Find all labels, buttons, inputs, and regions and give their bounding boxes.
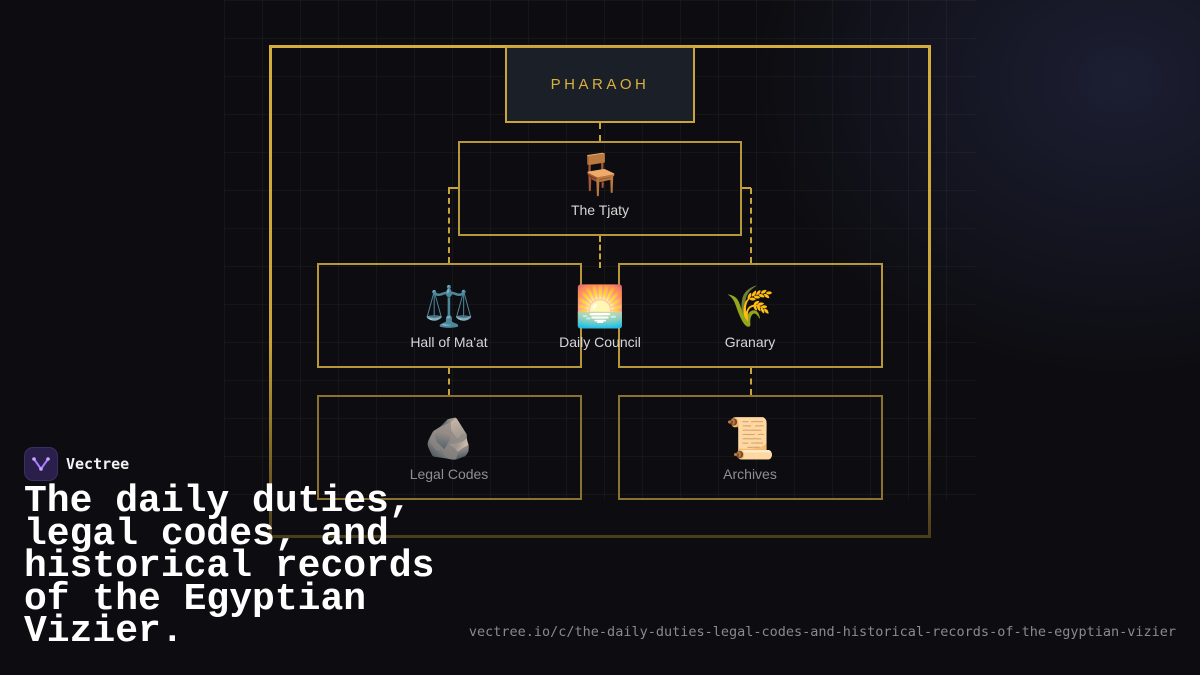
connector-vizier-council <box>599 236 601 268</box>
archives-label: Archives <box>723 466 777 482</box>
connector-vizier-maat <box>448 188 450 263</box>
chair-icon: 🪑 <box>575 153 625 197</box>
connector-granary-archives <box>750 368 752 395</box>
scales-icon: ⚖️ <box>424 285 474 329</box>
vizier-label: The Tjaty <box>570 202 630 218</box>
archives-box <box>618 395 883 500</box>
vizier-node: 🪑 The Tjaty <box>530 152 670 218</box>
brand-name: Vectree <box>66 455 130 473</box>
brand[interactable]: Vectree <box>24 447 129 481</box>
connector-pharaoh-vizier <box>599 123 601 141</box>
granary-box <box>618 263 883 368</box>
connector-vizier-granary <box>750 188 752 263</box>
legal-codes-label: Legal Codes <box>409 466 489 482</box>
wheat-icon: 🌾 <box>725 285 775 329</box>
legal-codes-box <box>317 395 582 500</box>
maat-label: Hall of Ma'at <box>410 334 488 350</box>
vizier-box <box>458 141 742 236</box>
connector-vizier-granary-h <box>741 187 751 189</box>
granary-node: 🌾 Granary <box>680 284 820 350</box>
maat-node: ⚖️ Hall of Ma'at <box>379 284 519 350</box>
connector-maat-legal <box>448 368 450 395</box>
headline: The daily duties, legal codes, and histo… <box>24 480 435 653</box>
vectree-logo-icon <box>24 447 58 481</box>
connector-vizier-maat-h <box>448 187 458 189</box>
sunrise-icon: 🌅 <box>575 285 625 329</box>
page-url[interactable]: vectree.io/c/the-daily-duties-legal-code… <box>468 624 1176 640</box>
granary-label: Granary <box>724 334 776 350</box>
pharaoh-label: PHARAOH <box>550 76 650 93</box>
pharaoh-node: PHARAOH <box>505 46 695 123</box>
archives-node: 📜 Archives <box>680 416 820 482</box>
legal-codes-node: 🪨 Legal Codes <box>379 416 519 482</box>
rock-icon: 🪨 <box>424 417 474 461</box>
scroll-icon: 📜 <box>725 417 775 461</box>
council-label: Daily Council <box>559 334 641 350</box>
maat-box <box>317 263 582 368</box>
council-node: 🌅 Daily Council <box>530 284 670 350</box>
